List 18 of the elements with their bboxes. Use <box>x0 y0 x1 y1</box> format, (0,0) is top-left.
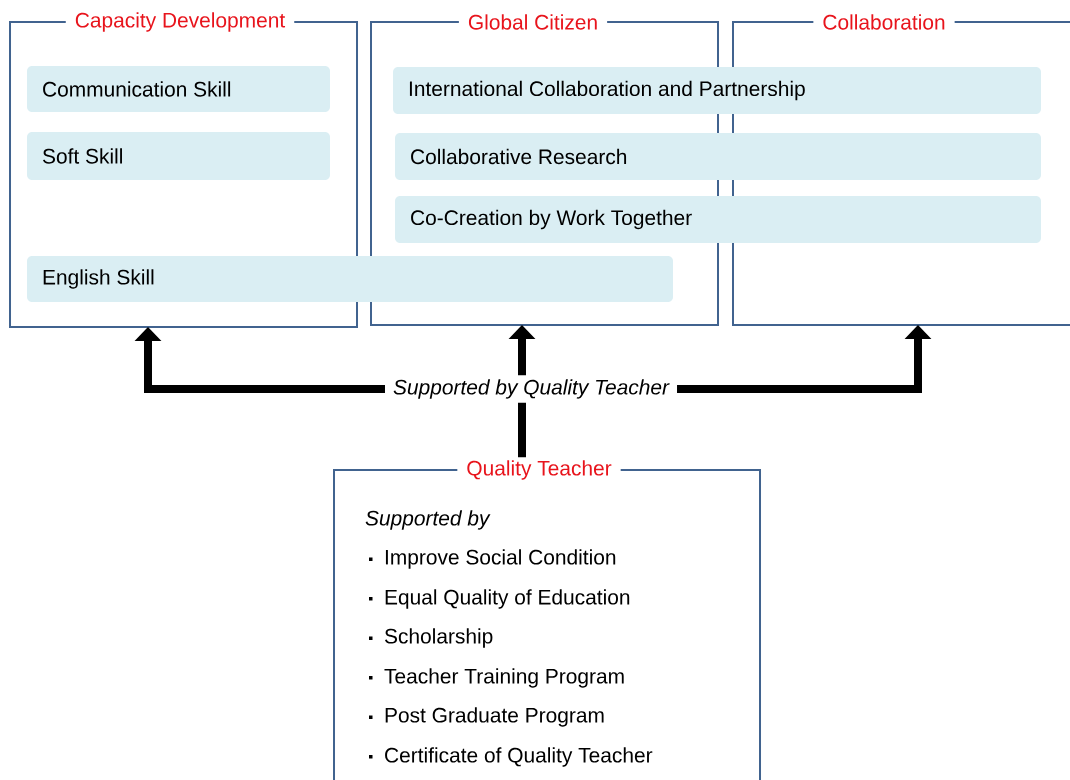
skill-bar: Collaborative Research <box>395 133 1041 180</box>
bullet-item: Equal Quality of Education <box>369 589 630 609</box>
frame-heading: Capacity Development <box>65 9 295 35</box>
skill-bar: English Skill <box>27 256 673 302</box>
skill-bar: Communication Skill <box>27 66 330 112</box>
skill-bar: Co-Creation by Work Together <box>395 196 1041 243</box>
skill-bar: Soft Skill <box>27 132 330 180</box>
frame-heading: Collaboration <box>813 11 955 33</box>
bullet-item: Post Graduate Program <box>369 707 604 727</box>
intro-text: Supported by <box>365 510 491 530</box>
frame-heading: Quality Teacher <box>457 457 621 483</box>
bullet-item: Certificate of Quality Teacher <box>369 747 653 767</box>
bullet-item: Improve Social Condition <box>369 549 616 569</box>
bullet-item: Teacher Training Program <box>369 668 624 688</box>
bullet-item: Scholarship <box>369 628 493 648</box>
skill-bar: International Collaboration and Partnership <box>393 67 1041 114</box>
frame-heading: Global Citizen <box>458 11 608 33</box>
support-label: Supported by Quality Teacher <box>385 375 677 403</box>
